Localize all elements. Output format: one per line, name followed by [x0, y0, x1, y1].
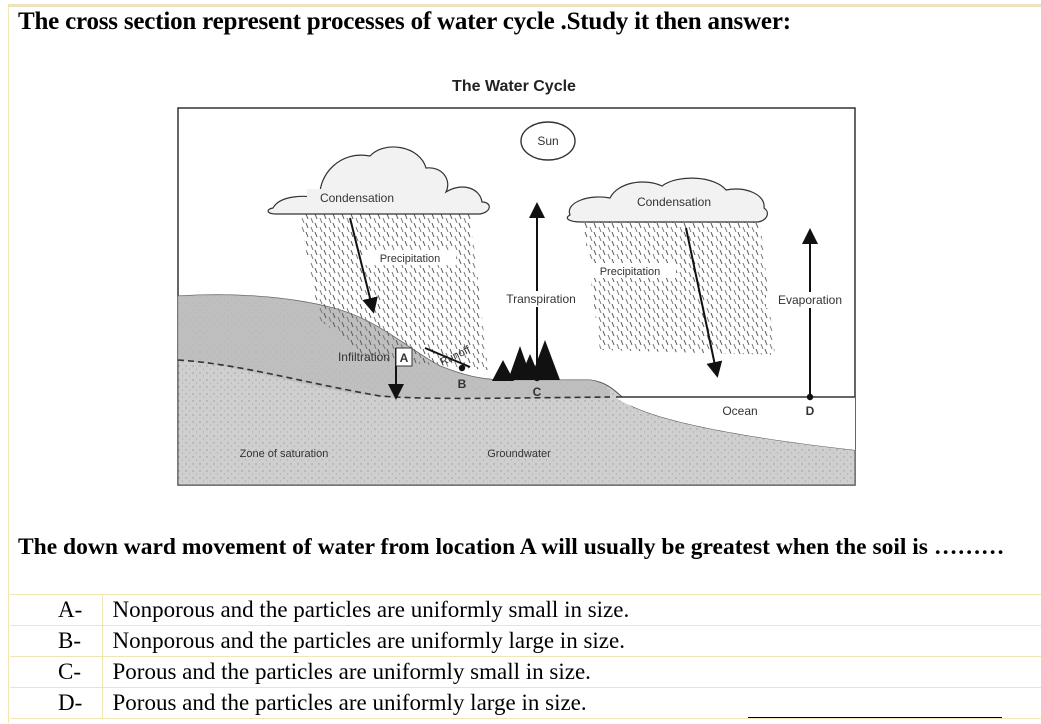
option-letter: A- [10, 594, 103, 626]
diagram-title: The Water Cycle [452, 78, 576, 95]
label-ocean: Ocean [722, 404, 757, 418]
label-point-a: A [400, 351, 409, 365]
option-row[interactable]: B- Nonporous and the particles are unifo… [10, 625, 1041, 657]
rain-right [583, 220, 775, 355]
option-row[interactable]: A- Nonporous and the particles are unifo… [10, 594, 1041, 626]
answer-underline [748, 717, 1002, 718]
point-c-marker [533, 374, 541, 382]
question-text: The down ward movement of water from loc… [18, 534, 1005, 560]
option-letter: C- [10, 656, 103, 688]
option-text: Porous and the particles are uniformly l… [102, 687, 1041, 719]
point-b-marker [458, 364, 466, 372]
label-precipitation-right: Precipitation [600, 266, 661, 278]
label-point-d: D [806, 404, 815, 418]
answer-options: A- Nonporous and the particles are unifo… [10, 594, 1041, 719]
option-row[interactable]: C- Porous and the particles are uniforml… [10, 656, 1041, 688]
option-text: Nonporous and the particles are uniforml… [102, 625, 1041, 657]
ocean-water [616, 397, 855, 450]
label-evaporation: Evaporation [778, 293, 842, 307]
label-infiltration: Infiltration [338, 350, 390, 364]
point-a-box [395, 347, 413, 367]
trees-icon [492, 340, 560, 381]
water-cycle-diagram: The Water Cycle Sun Condensation [170, 70, 870, 500]
option-text: Nonporous and the particles are uniforml… [102, 594, 1041, 626]
option-row[interactable]: D- Porous and the particles are uniforml… [10, 687, 1041, 719]
label-sun: Sun [537, 134, 558, 148]
precipitation-arrow-left [349, 217, 378, 314]
label-zone-of-saturation: Zone of saturation [240, 448, 329, 460]
label-precipitation-left: Precipitation [380, 253, 441, 265]
option-text: Porous and the particles are uniformly s… [102, 656, 1041, 688]
precipitation-arrow-right [685, 227, 723, 378]
label-groundwater: Groundwater [487, 448, 551, 460]
option-letter: D- [10, 687, 103, 719]
question-intro: The cross section represent processes of… [18, 8, 791, 35]
water-table-line [177, 359, 611, 400]
sun-icon [520, 121, 576, 161]
label-point-b: B [458, 377, 467, 391]
point-d-marker [806, 393, 814, 401]
page-frame [8, 4, 1041, 723]
label-condensation-right: Condensation [637, 195, 711, 209]
label-point-c: C [533, 385, 542, 399]
label-transpiration: Transpiration [506, 292, 576, 306]
label-condensation-left: Condensation [320, 191, 394, 205]
option-letter: B- [10, 625, 103, 657]
runoff-line [424, 347, 471, 368]
